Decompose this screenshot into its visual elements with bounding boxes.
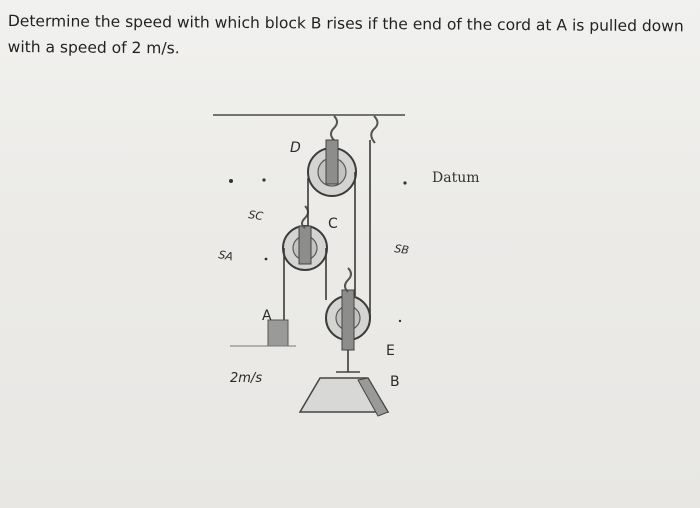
label-datum: Datum: [432, 170, 480, 186]
label-pulley-c: C: [328, 216, 338, 232]
label-point-a: A: [262, 308, 272, 324]
label-pulley-e: E: [386, 343, 395, 359]
pulley-e: [325, 267, 371, 351]
pulley-c: [282, 205, 328, 271]
hook-right: [370, 115, 379, 144]
cord-end-a: [230, 319, 296, 347]
label-s-b: SB: [394, 242, 410, 257]
label-pulley-d: D: [290, 140, 301, 156]
cords: [283, 140, 371, 372]
block-b: [298, 371, 390, 417]
label-s-c: SC: [248, 208, 265, 223]
pulley-d: [307, 139, 357, 197]
hook-d: [330, 115, 338, 141]
label-s-a: SA: [217, 248, 234, 263]
reference-dots: [229, 178, 407, 323]
label-speed: 2m/s: [230, 371, 262, 386]
label-block-b: B: [390, 374, 400, 390]
